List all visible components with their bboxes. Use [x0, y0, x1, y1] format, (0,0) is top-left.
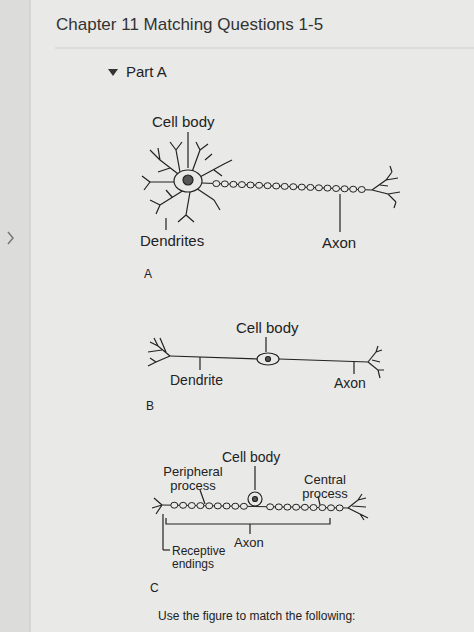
instruction-text: Use the figure to match the following: — [158, 610, 355, 623]
figure-letter: B — [146, 400, 154, 413]
myelin-segment — [350, 186, 357, 192]
part-label: Dendrite — [170, 373, 223, 388]
multipolar-neuron — [142, 132, 400, 232]
myelin-segment — [213, 181, 220, 187]
part-label: Axon — [334, 376, 366, 391]
part-label: Dendrites — [140, 233, 204, 249]
myelin-segment — [264, 183, 271, 189]
myelin-segment — [281, 183, 288, 189]
side-strip — [0, 0, 30, 632]
myelin-segment — [180, 502, 187, 508]
myelin-segment — [206, 503, 213, 509]
myelin-segment — [319, 505, 326, 511]
part-label: Axon — [234, 536, 264, 550]
bipolar-neuron — [148, 337, 384, 378]
unipolar-neuron — [152, 466, 368, 550]
myelin-segment — [223, 503, 230, 509]
myelin-segment — [301, 504, 308, 510]
part-label: Central process — [288, 473, 362, 500]
myelin-segment — [238, 182, 245, 188]
myelin-sheath — [171, 502, 343, 511]
myelin-segment — [232, 503, 239, 509]
myelin-segment — [307, 184, 314, 190]
part-label: Receptive endings — [172, 545, 252, 570]
part-label: Cell body — [236, 320, 299, 336]
myelin-sheath — [213, 181, 365, 193]
myelin-segment — [284, 504, 291, 510]
myelin-segment — [221, 181, 228, 187]
myelin-segment — [171, 502, 178, 508]
myelin-segment — [315, 185, 322, 191]
myelin-segment — [267, 504, 274, 510]
section-heading: Part A — [126, 64, 167, 80]
myelin-segment — [214, 503, 221, 509]
page-title: Chapter 11 Matching Questions 1-5 — [56, 16, 323, 34]
part-label: Axon — [322, 235, 356, 251]
part-label: Cell body — [152, 114, 215, 130]
myelin-segment — [275, 504, 282, 510]
myelin-segment — [188, 503, 195, 509]
myelin-segment — [197, 503, 204, 509]
myelin-segment — [298, 184, 305, 190]
figure-letter: A — [144, 268, 152, 281]
myelin-segment — [273, 183, 280, 189]
figure-letter: C — [150, 582, 159, 595]
myelin-segment — [240, 503, 247, 509]
myelin-segment — [341, 186, 348, 192]
myelin-segment — [336, 505, 343, 511]
myelin-segment — [290, 184, 297, 190]
title-rule — [55, 48, 474, 49]
myelin-segment — [230, 181, 237, 187]
myelin-segment — [293, 504, 300, 510]
myelin-segment — [328, 505, 335, 511]
myelin-segment — [333, 186, 340, 192]
myelin-segment — [256, 182, 263, 188]
part-label: Peripheral process — [152, 465, 234, 492]
myelin-segment — [310, 505, 317, 511]
myelin-segment — [324, 185, 331, 191]
myelin-segment — [247, 182, 254, 188]
collapse-triangle — [108, 69, 118, 76]
myelin-segment — [358, 187, 365, 193]
chevron-icon — [8, 232, 13, 244]
side-border — [30, 0, 31, 632]
part-label: Cell body — [222, 450, 280, 465]
